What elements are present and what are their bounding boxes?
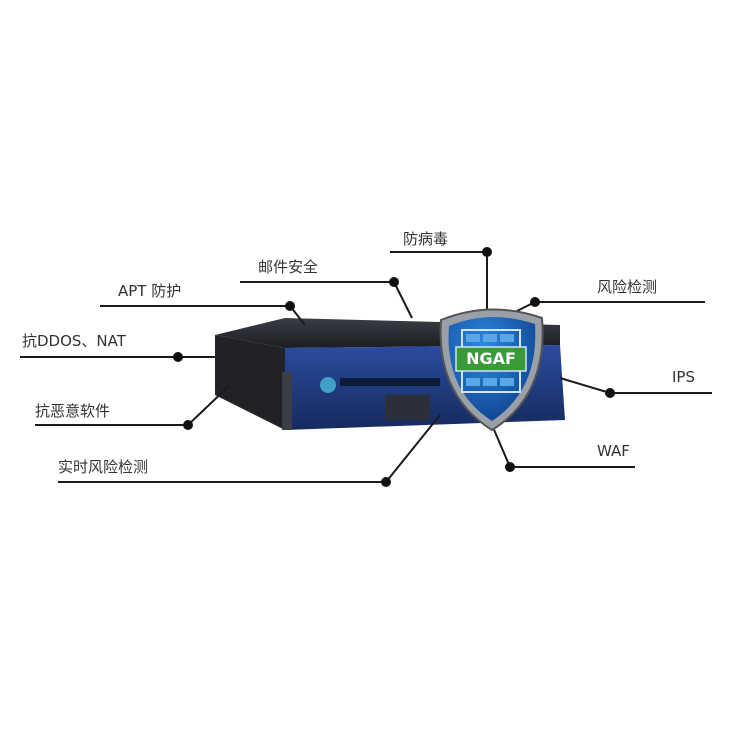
logo-icon — [320, 377, 336, 393]
label-ips: IPS — [672, 368, 695, 386]
label-risk-detection: 风险检测 — [597, 278, 658, 296]
label-apt: APT 防护 — [118, 282, 182, 300]
label-anti-malware: 抗恶意软件 — [35, 402, 111, 420]
label-ddos-nat: 抗DDOS、NAT — [22, 332, 126, 350]
ngaf-shield-icon — [439, 308, 544, 432]
label-antivirus: 防病毒 — [403, 230, 449, 248]
label-mail-security: 邮件安全 — [258, 258, 319, 276]
shield-text: NGAF — [466, 349, 516, 368]
label-realtime-risk: 实时风险检测 — [58, 458, 149, 476]
label-waf: WAF — [597, 442, 630, 460]
connector-dots — [173, 247, 615, 487]
